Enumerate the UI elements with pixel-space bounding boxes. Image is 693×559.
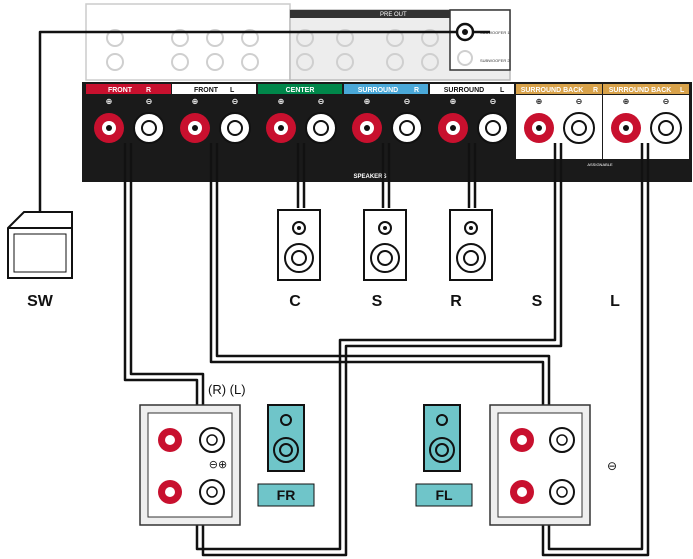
l-label: L [610,293,620,310]
svg-text:⊕: ⊕ [364,97,371,106]
svg-text:⊕: ⊕ [106,97,113,106]
terminal-center [266,112,337,144]
front-r-header [86,84,171,94]
surround-l-badge: L [500,87,505,94]
svg-text:⊖: ⊖ [576,97,583,106]
svg-text:⊖: ⊖ [318,97,325,106]
subwoofer-cable [38,30,456,212]
surround-r-label: SURROUND [358,87,398,94]
terminal-surround-r [352,112,423,144]
surround-r-badge: R [414,87,419,94]
fr-label: FR [277,487,296,503]
terminal-front-l [180,112,251,144]
svg-text:⊖: ⊖ [146,97,153,106]
surround-back-l-badge: L [680,87,685,94]
center-label: CENTER [286,87,315,94]
surround-back-r-header [516,84,602,94]
svg-text:⊕: ⊕ [278,97,285,106]
surround-back-r-label: SURROUND BACK [521,87,584,94]
speakers-label: SPEAKERS [353,174,386,180]
svg-text:⊕: ⊕ [192,97,199,106]
terminal-surround-back-r [524,112,595,144]
front-l-badge: L [230,87,235,94]
fl-label: FL [435,487,453,503]
surround-l-header [430,84,514,94]
svg-text:⊖: ⊖ [490,97,497,106]
fr-speaker [257,404,315,507]
surround-r-header [344,84,428,94]
surround-r-speaker [363,209,407,281]
surround-back-r-badge: R [593,87,598,94]
c-label: C [289,293,301,310]
svg-text:⊖: ⊖ [404,97,411,106]
svg-text:⊕: ⊕ [536,97,543,106]
front-r-label: FRONT [108,87,133,94]
receiver-top-panel: PRE OUT SUBWOOFER 1 SUBWOOFER 2 [85,3,511,81]
speaker-cables [38,30,650,557]
svg-text:⊕: ⊕ [623,97,630,106]
svg-text:⊖: ⊖ [663,97,670,106]
s-label-1: S [372,293,383,310]
svg-text:⊕: ⊕ [450,97,457,106]
surround-back-l-header [603,84,689,94]
subwoofer-box [7,211,73,279]
terminal-surround-back-l [611,112,682,144]
front-r-badge: R [146,87,151,94]
fl-terminal-box [489,404,591,526]
front-l-header [172,84,256,94]
s-label-2: S [532,293,543,310]
surround-l-speaker [449,209,493,281]
r-label: R [450,293,462,310]
fl-speaker [415,404,473,507]
svg-text:⊖: ⊖ [232,97,239,106]
subwoofer2-label: SUBWOOFER 2 [480,58,510,63]
subwoofer1-label: SUBWOOFER 1 [480,30,510,35]
front-l-label: FRONT [194,87,219,94]
terminal-surround-l [438,112,509,144]
speaker-terminal-panel: SPEAKERS ASSIGNABLE FRONT R FRONT L CENT… [82,82,692,182]
minus-symbol: ⊖ [607,459,617,473]
rl-label: (R) (L) [208,382,246,397]
preout-label: PRE OUT [380,12,407,18]
sw-label: SW [27,293,54,310]
surround-back-l-label: SURROUND BACK [609,87,672,94]
surround-l-label: SURROUND [444,87,484,94]
center-header [258,84,342,94]
center-speaker [277,209,321,281]
minus-plus-symbols: ⊖⊕ [209,459,227,471]
terminal-front-r [94,112,165,144]
fr-terminal-box [139,404,241,526]
assignable-label: ASSIGNABLE [587,162,613,167]
